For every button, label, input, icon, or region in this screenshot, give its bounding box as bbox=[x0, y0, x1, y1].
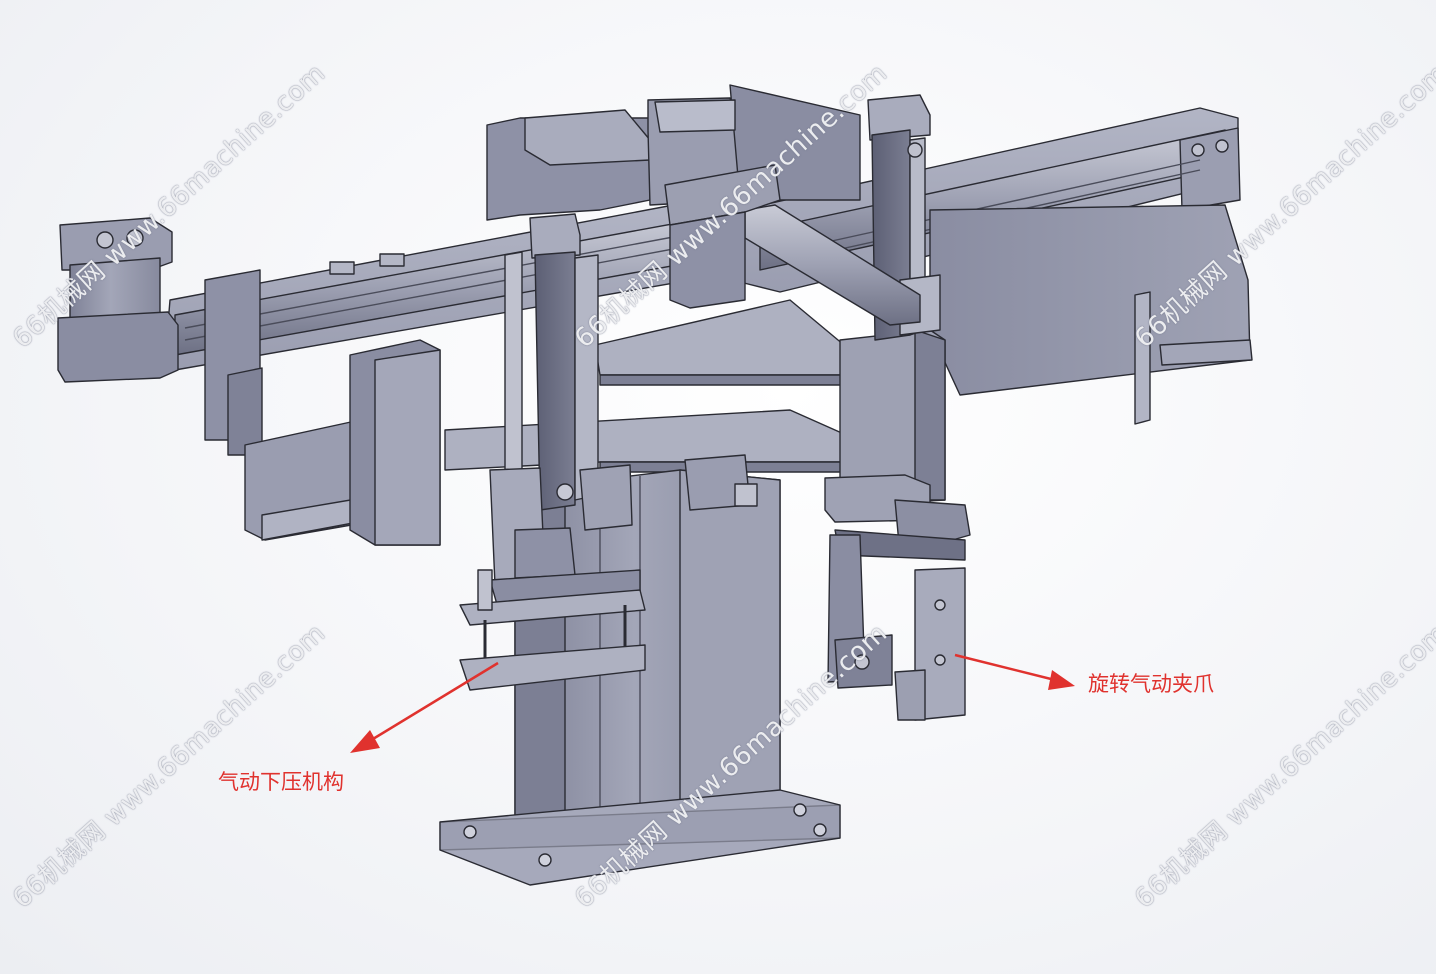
rear-frame-plate bbox=[929, 204, 1253, 425]
left-callout-arrow bbox=[350, 661, 499, 753]
pneumatic-press-assembly bbox=[459, 464, 646, 691]
right-callout-arrow bbox=[954, 653, 1075, 690]
rear-linear-rail bbox=[739, 107, 1241, 293]
servo-motor bbox=[57, 217, 179, 383]
callout-label-pneumatic-press: 气动下压机构 bbox=[218, 770, 344, 794]
rotary-gripper-assembly bbox=[824, 474, 971, 721]
callout-label-rotary-gripper: 旋转气动夹爪 bbox=[1088, 672, 1214, 696]
left-carriage-plates bbox=[204, 269, 441, 546]
callout-arrows bbox=[350, 653, 1075, 753]
base-plate bbox=[439, 789, 841, 886]
left-vertical-slide bbox=[504, 213, 599, 511]
center-cylinder bbox=[684, 454, 758, 511]
cross-rail bbox=[664, 164, 921, 326]
